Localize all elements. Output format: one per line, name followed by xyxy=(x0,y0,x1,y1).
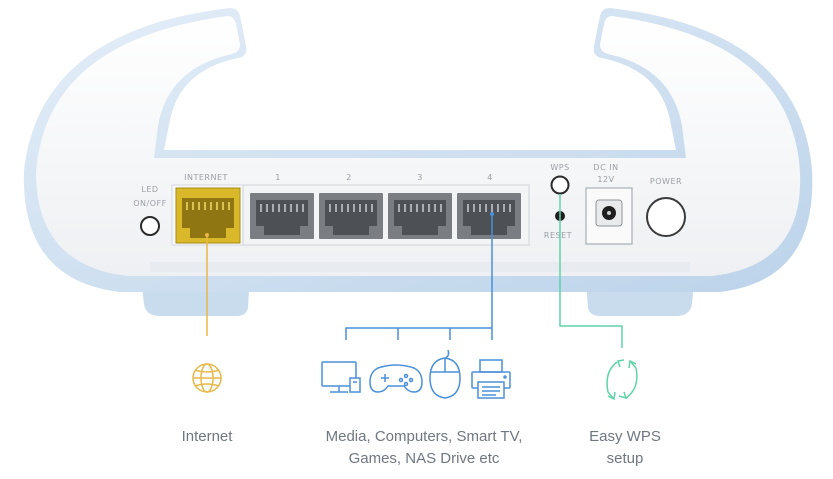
wps-button[interactable] xyxy=(550,175,570,195)
lan-connector-line xyxy=(345,214,493,340)
dc-voltage-label: 12V xyxy=(597,175,614,184)
wps-caption-line-2: setup xyxy=(606,450,644,467)
lan-caption: Media, Computers, Smart TV, Games, NAS D… xyxy=(301,426,547,470)
lan-caption-line-2: Games, NAS Drive etc xyxy=(348,450,500,467)
lan-port-1-label: 1 xyxy=(275,173,281,182)
mouse-icon xyxy=(429,349,461,399)
lan-port-4[interactable] xyxy=(457,193,521,239)
wps-connector-line xyxy=(559,194,623,348)
power-button[interactable] xyxy=(646,197,686,237)
power-label: POWER xyxy=(650,177,682,186)
dc-in-label: DC IN xyxy=(593,163,618,172)
lan-port-1[interactable] xyxy=(250,193,314,239)
wps-caption: Easy WPS setup xyxy=(575,426,675,470)
dc-in-port[interactable] xyxy=(585,187,633,245)
lan-port-2-label: 2 xyxy=(346,173,352,182)
lan-port-4-label: 4 xyxy=(487,173,493,182)
refresh-arrows-icon xyxy=(606,359,638,401)
wps-label: WPS xyxy=(550,163,569,172)
lan-port-3-label: 3 xyxy=(417,173,423,182)
lan-connector-dot xyxy=(490,212,494,216)
lan-port-2[interactable] xyxy=(319,193,383,239)
printer-icon xyxy=(471,359,511,399)
led-state-label: ON/OFF xyxy=(133,199,166,208)
internet-port-label: INTERNET xyxy=(184,173,228,182)
monitor-icon xyxy=(321,361,361,393)
gamepad-icon xyxy=(369,364,423,393)
lan-port-3[interactable] xyxy=(388,193,452,239)
internet-caption-text: Internet xyxy=(181,428,233,445)
lan-caption-line-1: Media, Computers, Smart TV, xyxy=(325,428,523,445)
internet-port[interactable] xyxy=(175,187,241,244)
wps-caption-line-1: Easy WPS xyxy=(589,428,661,445)
reset-label: RESET xyxy=(544,231,572,240)
led-label: LED xyxy=(141,185,158,194)
led-switch[interactable] xyxy=(140,216,160,236)
globe-icon xyxy=(192,363,222,393)
router-bottom-ledge xyxy=(150,262,690,272)
internet-caption: Internet xyxy=(167,426,247,448)
internet-connector-dot xyxy=(205,233,209,237)
